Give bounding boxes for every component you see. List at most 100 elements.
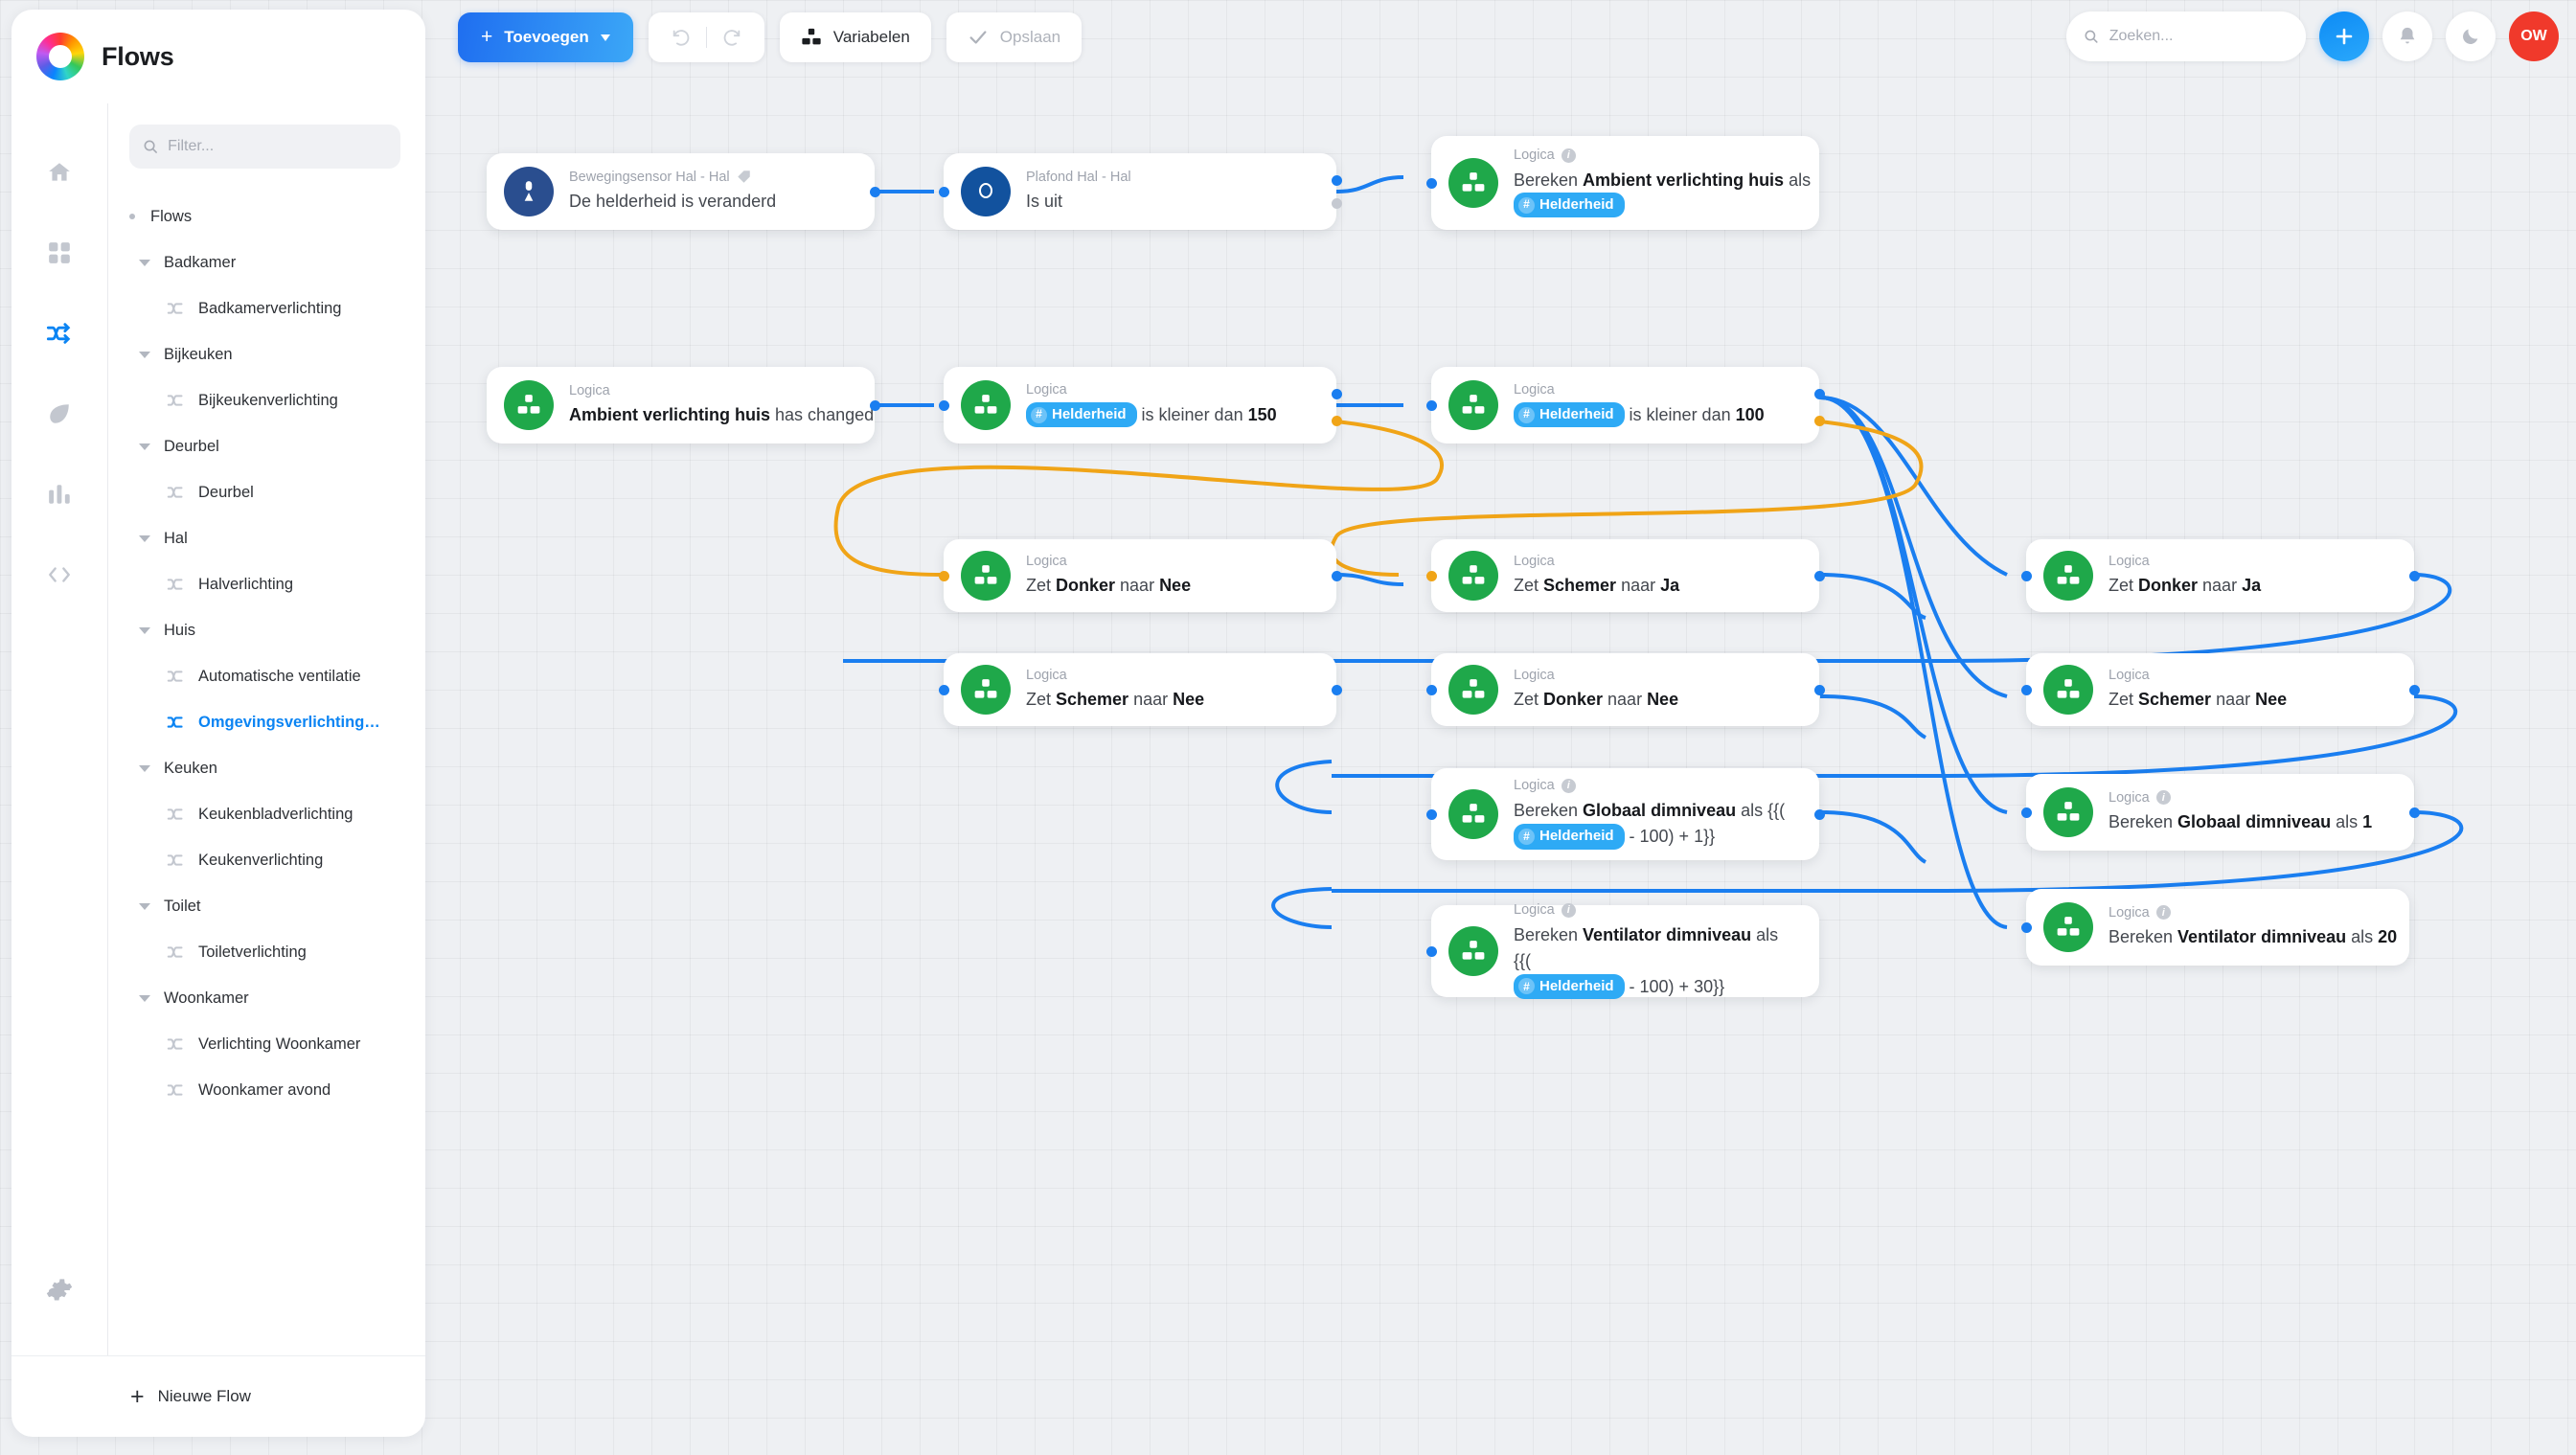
info-icon[interactable]: i (1561, 779, 1576, 794)
flow-card-action[interactable]: Logica Zet Donker naar Nee (938, 539, 1342, 612)
variable-chip[interactable]: #Helderheid (1026, 402, 1137, 427)
home-icon[interactable] (40, 153, 79, 192)
tree-item-automatische-ventilatie[interactable]: Automatische ventilatie (118, 653, 416, 699)
variable-chip[interactable]: #Helderheid (1514, 824, 1625, 850)
save-button[interactable]: Opslaan (946, 12, 1083, 62)
gear-icon[interactable] (40, 1271, 79, 1309)
notifications-button[interactable] (2382, 11, 2432, 61)
port-out-true[interactable] (1331, 175, 1342, 187)
filter-input[interactable] (168, 138, 387, 155)
flow-card-action[interactable]: Logica i Bereken Ambient verlichting hui… (1425, 136, 1819, 230)
flow-card-trigger[interactable]: Logica Ambient verlichting huis has chan… (487, 367, 880, 443)
port-out-true[interactable] (1331, 389, 1342, 400)
tree-item-keukenverlichting[interactable]: Keukenverlichting (118, 837, 416, 883)
port-in[interactable] (938, 570, 949, 581)
info-icon[interactable]: i (2155, 905, 2171, 921)
tree-group-deurbel[interactable]: Deurbel (118, 423, 416, 469)
tree-item-keukenbladverlichting[interactable]: Keukenbladverlichting (118, 791, 416, 837)
flow-card-action[interactable]: Logica Zet Donker naar Ja (2020, 539, 2420, 612)
redo-icon[interactable] (715, 20, 749, 55)
port-in[interactable] (2020, 570, 2032, 581)
flows-icon[interactable] (40, 314, 79, 352)
tree-group-badkamer[interactable]: Badkamer (118, 239, 416, 285)
card-meta-label: Logica (1026, 553, 1067, 569)
avatar[interactable]: OW (2509, 11, 2559, 61)
port-out[interactable] (1331, 570, 1342, 581)
info-icon[interactable]: i (2155, 790, 2171, 806)
tree-group-keuken[interactable]: Keuken (118, 745, 416, 791)
info-icon[interactable]: i (1561, 148, 1576, 163)
add-button[interactable]: + Toevoegen (458, 12, 633, 62)
port-out-false[interactable] (1331, 415, 1342, 426)
new-flow-button[interactable]: + Nieuwe Flow (11, 1356, 425, 1437)
tree-group-bijkeuken[interactable]: Bijkeuken (118, 331, 416, 377)
port-out[interactable] (1813, 570, 1825, 581)
port-in[interactable] (1425, 399, 1437, 411)
flow-card-action[interactable]: Logica Zet Donker naar Nee (1425, 653, 1825, 726)
flow-card-action[interactable]: Logica Zet Schemer naar Nee (2020, 653, 2420, 726)
filter-box[interactable] (129, 125, 400, 169)
flow-card-action[interactable]: Logica i Bereken Ventilator dimniveau al… (2020, 889, 2409, 966)
port-in[interactable] (2020, 684, 2032, 695)
tree-item-deurbel[interactable]: Deurbel (118, 469, 416, 515)
theme-toggle-button[interactable] (2446, 11, 2496, 61)
port-out[interactable] (1813, 808, 1825, 820)
flow-card-action[interactable]: Logica Zet Schemer naar Nee (938, 653, 1342, 726)
tree-node-flows[interactable]: Flows (118, 193, 416, 239)
port-in[interactable] (2020, 921, 2032, 933)
add-global-button[interactable] (2319, 11, 2369, 61)
tree-group-huis[interactable]: Huis (118, 607, 416, 653)
variable-chip[interactable]: #Helderheid (1514, 193, 1625, 217)
info-icon[interactable]: i (1561, 902, 1576, 918)
port-out-false[interactable] (1813, 415, 1825, 426)
flow-card-condition[interactable]: Logica #Helderheid is kleiner dan 150 (938, 367, 1342, 443)
search-input[interactable] (2109, 28, 2289, 45)
port-out[interactable] (869, 186, 880, 197)
tree-item-toiletverlichting[interactable]: Toiletverlichting (118, 929, 416, 975)
flow-card-action[interactable]: Logica i Bereken Globaal dimniveau als 1 (2020, 774, 2420, 851)
port-out[interactable] (2408, 570, 2420, 581)
tree-item-omgevingsverlichting[interactable]: Omgevingsverlichting… (118, 699, 416, 745)
tree-item-bijkeukenverlichting[interactable]: Bijkeukenverlichting (118, 377, 416, 423)
port-in[interactable] (938, 186, 949, 197)
port-in[interactable] (938, 684, 949, 695)
port-in[interactable] (938, 399, 949, 411)
flow-card-action[interactable]: Logica Zet Schemer naar Ja (1425, 539, 1825, 612)
port-out[interactable] (2408, 684, 2420, 695)
grid-icon[interactable] (40, 234, 79, 272)
code-icon[interactable] (40, 556, 79, 594)
tree-group-woonkamer[interactable]: Woonkamer (118, 975, 416, 1021)
flow-card-action[interactable]: Logica i Bereken Globaal dimniveau als {… (1425, 768, 1825, 860)
undo-icon[interactable] (664, 20, 698, 55)
port-out[interactable] (1813, 684, 1825, 695)
port-out[interactable] (869, 399, 880, 411)
flow-card-condition[interactable]: Logica #Helderheid is kleiner dan 100 (1425, 367, 1825, 443)
t0: Bereken (1514, 170, 1584, 190)
port-out-false[interactable] (1331, 198, 1342, 210)
flow-card-action[interactable]: Logica i Bereken Ventilator dimniveau al… (1425, 902, 1819, 1000)
variables-button[interactable]: Variabelen (779, 12, 931, 62)
tree-item-halverlichting[interactable]: Halverlichting (118, 561, 416, 607)
port-in[interactable] (1425, 684, 1437, 695)
port-out[interactable] (2408, 807, 2420, 818)
port-in[interactable] (1425, 808, 1437, 820)
flow-card-condition[interactable]: Plafond Hal - Hal Is uit (938, 153, 1342, 230)
tree-item-woonkamer-avond[interactable]: Woonkamer avond (118, 1067, 416, 1113)
tree-item-badkamerverlichting[interactable]: Badkamerverlichting (118, 285, 416, 331)
port-out[interactable] (1331, 684, 1342, 695)
stats-bar-icon[interactable] (40, 475, 79, 513)
variable-chip[interactable]: #Helderheid (1514, 402, 1625, 427)
tree-group-hal[interactable]: Hal (118, 515, 416, 561)
variable-chip[interactable]: #Helderheid (1514, 973, 1625, 1000)
tree-item-verlichting-woonkamer[interactable]: Verlichting Woonkamer (118, 1021, 416, 1067)
tree-group-toilet[interactable]: Toilet (118, 883, 416, 929)
flow-card-trigger[interactable]: Bewegingsensor Hal - Hal De helderheid i… (487, 153, 880, 230)
insights-leaf-icon[interactable] (40, 395, 79, 433)
port-in[interactable] (2020, 807, 2032, 818)
port-in[interactable] (1425, 177, 1437, 189)
tree-node-label: Keukenbladverlichting (198, 805, 353, 823)
search-box[interactable] (2066, 11, 2306, 61)
port-in[interactable] (1425, 945, 1437, 957)
port-in[interactable] (1425, 570, 1437, 581)
port-out-true[interactable] (1813, 389, 1825, 400)
